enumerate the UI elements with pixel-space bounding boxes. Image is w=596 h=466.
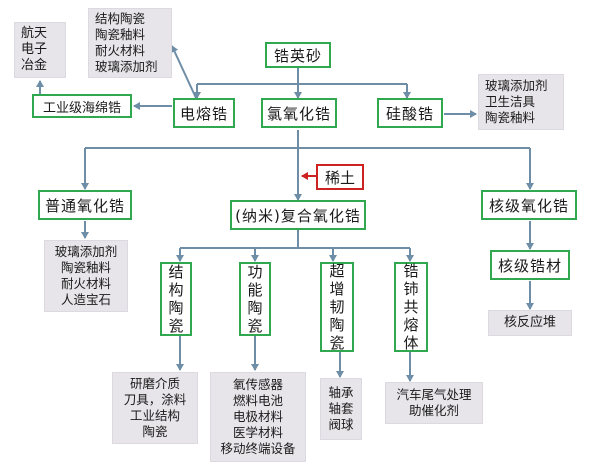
- branch-use-item: 汽车尾气处理: [396, 387, 472, 402]
- branch-use-item: 阀球: [328, 417, 354, 432]
- node-common-zirconia-label: 普通氧化锆: [44, 196, 125, 215]
- branch-char: 增: [329, 280, 345, 298]
- node-nuclear-zirconia: 核级氧化锆: [481, 190, 577, 220]
- branch-use-item: 轴套: [328, 401, 354, 416]
- branch-char: 陶: [247, 299, 263, 317]
- node-fused-zirconia-label: 电熔锆: [179, 104, 228, 123]
- fused-use-item: 玻璃添加剂: [95, 59, 158, 74]
- fused-use-item: 耐火材料: [95, 43, 146, 58]
- node-nuclear-zirconium-label: 核级锆材: [497, 256, 562, 275]
- branch-char: 功: [247, 263, 263, 281]
- solid-solution-uses-box: 汽车尾气处理 助催化剂: [385, 382, 483, 424]
- branch-use-item: 轴承: [328, 385, 354, 400]
- branch-char: 超: [329, 262, 345, 280]
- common-use-item: 耐火材料: [60, 276, 111, 291]
- node-nano-composite-zirconia-label: (纳米)复合氧化锆: [235, 206, 361, 225]
- branch-char: 陶: [329, 316, 345, 334]
- branch-use-item: 移动终端设备: [220, 441, 296, 456]
- branch-use-item: 氧传感器: [232, 377, 283, 392]
- node-toughened-ceramics: 超 增 韧 陶 瓷: [320, 262, 354, 352]
- sponge-use-item: 航天: [21, 26, 48, 41]
- silicate-use-item: 卫生洁具: [485, 94, 536, 109]
- branch-use-item: 研磨介质: [129, 376, 180, 391]
- node-sponge-zirconium: 工业级海绵锆: [32, 94, 132, 118]
- node-common-zirconia: 普通氧化锆: [38, 190, 132, 220]
- branch-use-item: 电极材料: [232, 409, 283, 424]
- branch-use-item: 刀具，涂料: [123, 392, 187, 407]
- branch-char: 体: [403, 334, 419, 352]
- node-zircon-sand: 锆英砂: [265, 42, 331, 68]
- node-zirconium-silicate-label: 硅酸锆: [385, 104, 434, 123]
- silicate-use-item: 玻璃添加剂: [485, 78, 548, 93]
- toughened-uses-box: 轴承 轴套 阀球: [320, 378, 362, 440]
- branch-use-item: 医学材料: [232, 425, 283, 440]
- node-nuclear-zirconia-label: 核级氧化锆: [488, 196, 569, 215]
- nuclear-uses-box: 核反应堆: [488, 310, 572, 336]
- node-sponge-zirconium-label: 工业级海绵锆: [42, 100, 121, 116]
- fused-use-item: 结构陶瓷: [95, 11, 146, 26]
- common-use-item: 人造宝石: [60, 292, 111, 307]
- branch-use-item: 助催化剂: [408, 403, 459, 418]
- branch-char: 陶: [168, 299, 184, 317]
- node-zirconium-oxychloride: 氯氧化锆: [261, 98, 337, 128]
- branch-char: 能: [247, 281, 263, 299]
- branch-char: 瓷: [168, 317, 184, 335]
- node-nano-composite-zirconia: (纳米)复合氧化锆: [230, 200, 366, 230]
- branch-char: 构: [168, 281, 184, 299]
- node-zircon-sand-label: 锆英砂: [273, 46, 322, 65]
- common-use-item: 玻璃添加剂: [54, 244, 118, 259]
- sponge-uses-box: 航天 电子 冶金: [14, 22, 66, 78]
- branch-char: 瓷: [329, 334, 345, 352]
- branch-use-item: 燃料电池: [232, 393, 283, 408]
- branch-use-item: 陶瓷: [142, 424, 168, 439]
- common-uses-box: 玻璃添加剂 陶瓷釉料 耐火材料 人造宝石: [44, 240, 128, 312]
- node-functional-ceramics: 功 能 陶 瓷: [239, 262, 271, 336]
- node-structural-ceramics: 结 构 陶 瓷: [160, 262, 192, 336]
- sponge-use-item: 冶金: [21, 58, 48, 73]
- branch-char: 铈: [403, 280, 419, 298]
- fused-use-item: 陶瓷釉料: [95, 27, 146, 42]
- branch-char: 熔: [403, 316, 419, 334]
- sponge-use-item: 电子: [21, 42, 48, 57]
- silicate-uses-box: 玻璃添加剂 卫生洁具 陶瓷釉料: [478, 74, 564, 130]
- common-use-item: 陶瓷釉料: [60, 260, 111, 275]
- nuclear-use-item: 核反应堆: [503, 315, 556, 330]
- node-rare-earth-label: 稀土: [324, 168, 355, 187]
- branch-char: 结: [168, 263, 184, 281]
- functional-uses-box: 氧传感器 燃料电池 电极材料 医学材料 移动终端设备: [210, 372, 306, 462]
- branch-use-item: 工业结构: [129, 408, 180, 423]
- node-fused-zirconia: 电熔锆: [173, 98, 235, 128]
- node-zirconium-oxychloride-label: 氯氧化锆: [266, 104, 331, 123]
- structural-uses-box: 研磨介质 刀具，涂料 工业结构 陶瓷: [112, 372, 198, 444]
- node-rare-earth: 稀土: [316, 164, 364, 190]
- node-zr-ce-solid-solution: 锆 铈 共 熔 体: [394, 262, 428, 352]
- branch-char: 锆: [403, 262, 419, 280]
- node-zirconium-silicate: 硅酸锆: [377, 98, 443, 128]
- fused-uses-box: 结构陶瓷 陶瓷釉料 耐火材料 玻璃添加剂: [88, 8, 172, 78]
- node-nuclear-zirconium: 核级锆材: [490, 250, 570, 280]
- branch-char: 瓷: [247, 317, 263, 335]
- branch-char: 共: [403, 298, 419, 316]
- branch-char: 韧: [329, 298, 345, 316]
- silicate-use-item: 陶瓷釉料: [485, 110, 536, 125]
